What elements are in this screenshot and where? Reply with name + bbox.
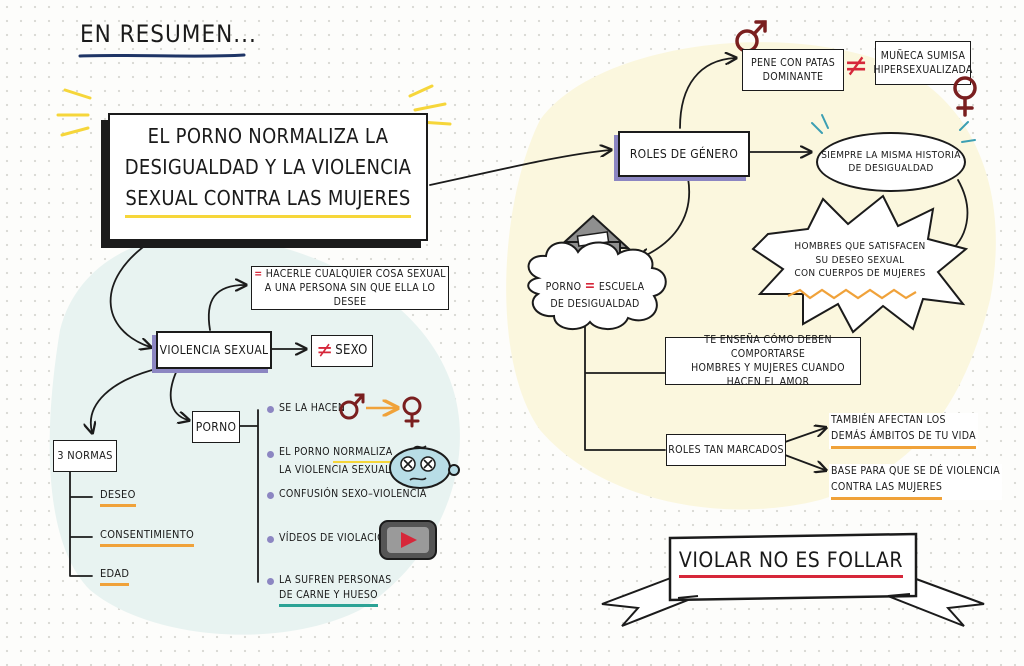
- equals-symbol: =: [254, 267, 263, 280]
- violencia-sexual-box: VIOLENCIA SEXUAL: [156, 331, 272, 369]
- porno-sufren: LA SUFREN PERSONAS DE CARNE Y HUESO: [279, 573, 392, 608]
- porno-normaliza: EL PORNO NORMALIZA LA VIOLENCIA SEXUAL: [279, 446, 393, 477]
- bullet: [267, 451, 274, 458]
- roles-genero-box: ROLES DE GÉNERO: [618, 131, 750, 177]
- school-cloud-icon: [527, 214, 667, 331]
- arrow-main-to-violencia: [109, 241, 150, 347]
- bullet: [267, 492, 274, 499]
- porno-videos: VÍDEOS DE VIOLACIONES: [279, 532, 405, 544]
- arrow-violencia-to-normas: [91, 367, 161, 432]
- escuela-equals: =: [584, 278, 596, 294]
- base-text: BASE PARA QUE SE DÉ VIOLENCIA CONTRA LAS…: [829, 464, 1003, 500]
- bullet: [267, 578, 274, 585]
- norma-deseo: DESEO: [100, 488, 136, 507]
- arrow-roles-to-male: [679, 58, 735, 129]
- normas-label: 3 NORMAS: [57, 448, 113, 462]
- bullet: [267, 406, 274, 413]
- arrow-main-to-roles: [429, 150, 610, 186]
- porno-se-la-hacen: SE LA HACEN: [279, 402, 346, 414]
- main-claim-box: EL PORNO NORMALIZA LA DESIGUALDAD Y LA V…: [108, 113, 428, 241]
- banner-text: VIOLAR NO ES FOLLAR: [676, 546, 906, 579]
- roles-not-equal: ≠: [844, 46, 869, 84]
- porno-label: PORNO: [195, 419, 237, 434]
- hombres-text: HOMBRES QUE SATISFACEN SU DESEO SEXUAL C…: [794, 241, 926, 279]
- female-symbol-icon: [953, 76, 977, 117]
- arrow-violencia-to-definition: [207, 285, 245, 331]
- female-role-box: MUÑECA SUMISA HIPERSEXUALIZADA: [873, 41, 972, 85]
- arrow-marcados-to-afectan: [784, 428, 825, 443]
- main-claim-line2: DESIGUALDAD Y LA VIOLENCIA: [124, 155, 412, 179]
- violencia-definition: = HACERLE CUALQUIER COSA SEXUAL A UNA PE…: [251, 266, 449, 310]
- porno-tree: [237, 409, 259, 583]
- male-role-box: PENE CON PATAS DOMINANTE: [742, 49, 844, 91]
- male-symbol-icon: [339, 393, 365, 420]
- dizzy-face-icon: [389, 445, 460, 489]
- arrow-violencia-to-porno: [169, 367, 188, 420]
- banner-ribbon: [601, 532, 985, 627]
- arrow-roles-to-escuela: [640, 177, 691, 258]
- mint-blob: [49, 234, 460, 635]
- heading: EN RESUMEN...: [80, 20, 257, 48]
- bullet: [267, 536, 274, 543]
- video-play-icon: [379, 520, 437, 560]
- not-equal-symbol: ≠: [316, 338, 334, 364]
- violencia-sexual-label: VIOLENCIA SEXUAL: [159, 342, 269, 357]
- heading-underline: [78, 53, 246, 58]
- not-sexo-label: SEXO: [335, 343, 368, 359]
- not-sexo-box: ≠ SEXO: [311, 335, 373, 367]
- roles-genero-label: ROLES DE GÉNERO: [629, 146, 739, 161]
- porno-confusion: CONFUSIÓN SEXO–VIOLENCIA: [279, 488, 427, 500]
- hombres-burst-shape: [751, 194, 969, 334]
- main-claim-line3: SEXUAL CONTRA LAS MUJERES: [125, 183, 411, 218]
- definition-line1: HACERLE CUALQUIER COSA SEXUAL: [265, 267, 446, 280]
- escuela-text: PORNO = ESCUELA DE DESIGUALDAD: [545, 278, 645, 310]
- porno-box: PORNO: [192, 411, 240, 443]
- definition-line2: A UNA PERSONA SIN QUE ELLA LO DESEE: [264, 281, 436, 309]
- ensena-box: TE ENSEÑA CÓMO DEBEN COMPORTARSE HOMBRES…: [665, 334, 861, 388]
- norma-edad: EDAD: [100, 567, 130, 586]
- afectan-text: TAMBIÉN AFECTAN LOS DEMÁS ÁMBITOS DE TU …: [829, 413, 978, 449]
- female-symbol-icon: [402, 396, 422, 428]
- arrow-marcados-to-base: [784, 454, 825, 470]
- historia-ellipse: SIEMPRE LA MISMA HISTORIA DE DESIGUALDAD: [816, 132, 966, 192]
- escuela-tree: [584, 324, 666, 451]
- normas-tree: [69, 469, 93, 577]
- norma-consentimiento: CONSENTIMIENTO: [100, 528, 195, 547]
- main-claim-line1: EL PORNO NORMALIZA LA: [147, 124, 389, 148]
- normas-box: 3 NORMAS: [53, 440, 117, 472]
- roles-marcados-box: ROLES TAN MARCADOS: [666, 434, 786, 466]
